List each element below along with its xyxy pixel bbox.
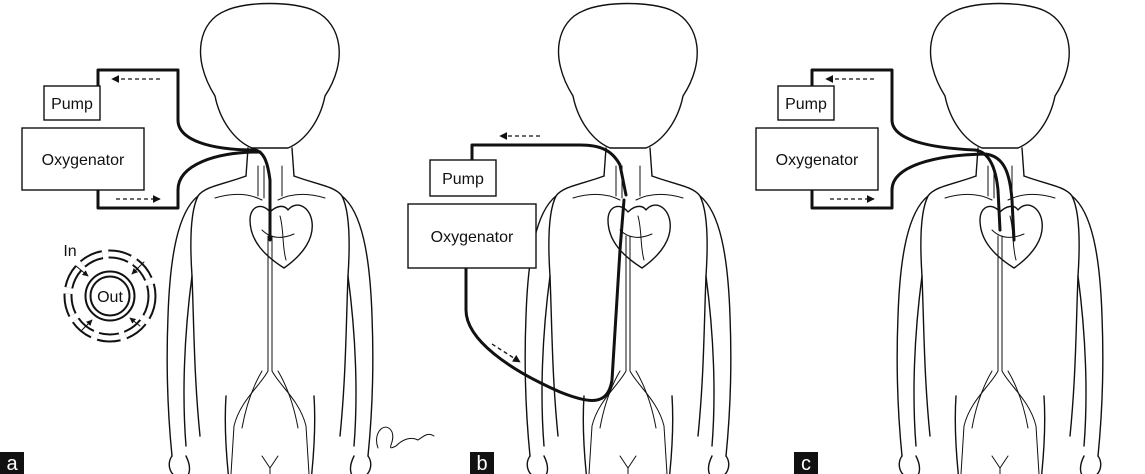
body-silhouette-c [897,4,1103,474]
panel-letter-a: a [6,453,18,474]
artist-signature [377,427,434,448]
oxygenator-label-a: Oxygenator [42,152,125,169]
pump-label-a: Pump [51,96,93,113]
oxygenator-label-c: Oxygenator [776,152,859,169]
pump-label-b: Pump [442,171,484,188]
panel-letter-c: c [801,453,811,474]
panel-a: Pump Oxygenator In Out a [0,4,434,474]
inset-out-label: Out [97,289,123,306]
panel-c: Pump Oxygenator c [756,4,1103,474]
oxygenator-label-b: Oxygenator [431,229,514,246]
inset-in-label: In [63,243,76,260]
panel-letter-b: b [476,453,487,474]
panel-b: Pump Oxygenator b [408,4,731,474]
pump-label-c: Pump [785,96,827,113]
cannula-cross-section-inset: In Out [63,243,152,338]
body-silhouette-b [525,4,731,474]
